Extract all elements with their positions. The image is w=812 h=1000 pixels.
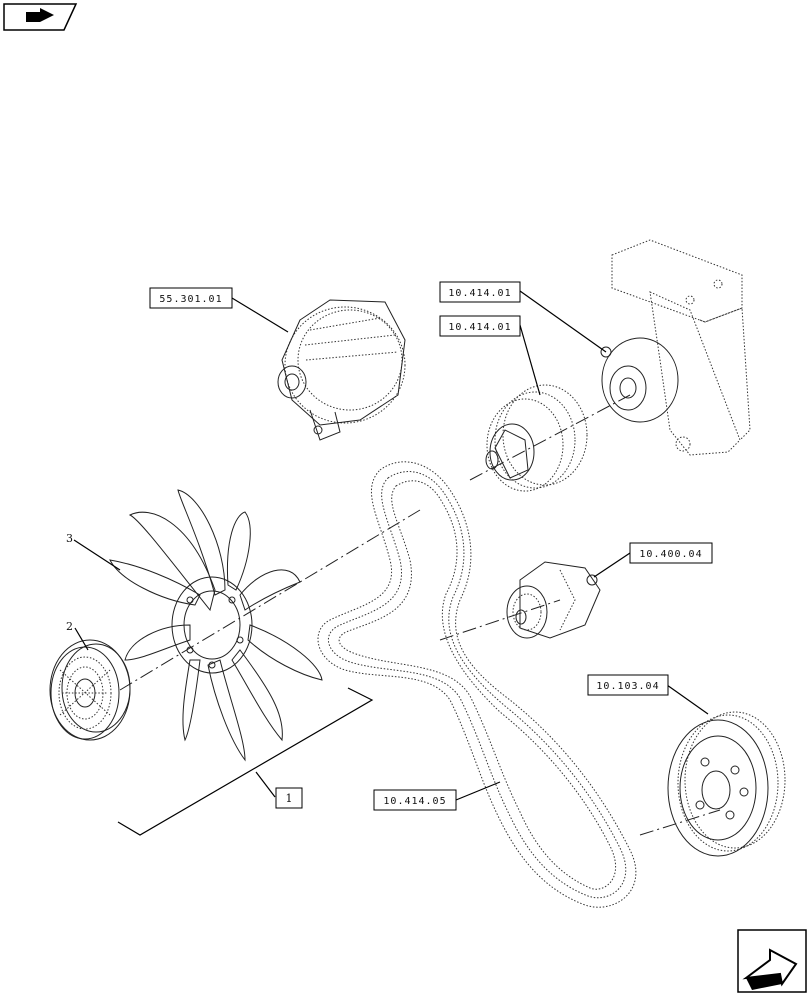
ref-alternator-label: 55.301.01: [159, 294, 222, 305]
ref-pump-bracket-label: 10.414.01: [448, 288, 511, 299]
fan-part: [109, 489, 323, 762]
assembly-bracket-line: [117, 687, 374, 836]
ref-alternator-box[interactable]: 55.301.01: [149, 287, 233, 309]
flat-arrow-left-icon: [26, 8, 54, 22]
item-number-fan: 3: [66, 532, 73, 545]
belt-part: [317, 461, 637, 908]
drive-pulley-part: [485, 384, 588, 492]
ref-belt-box[interactable]: 10.414.05: [373, 789, 457, 811]
next-nav-button[interactable]: [737, 929, 807, 993]
damper-part: [667, 711, 786, 857]
ref-pulley-box[interactable]: 10.414.01: [439, 315, 521, 337]
fan-drive-part: [49, 639, 131, 741]
item-number-fan-drive: 2: [66, 620, 73, 633]
tensioner-part: [506, 561, 601, 639]
alternator-part: [277, 299, 406, 441]
ref-pump-bracket-box[interactable]: 10.414.01: [439, 281, 521, 303]
ref-belt-label: 10.414.05: [383, 796, 446, 807]
back-nav-button[interactable]: [3, 3, 78, 31]
ref-pulley-label: 10.414.01: [448, 322, 511, 333]
hollow-arrow-right-icon: [742, 948, 798, 990]
ref-damper-label: 10.103.04: [596, 681, 659, 692]
ref-tensioner-label: 10.400.04: [639, 549, 702, 560]
pump-bracket-part: [600, 239, 751, 456]
ref-tensioner-box[interactable]: 10.400.04: [629, 542, 713, 564]
item-assembly-box[interactable]: 1: [275, 787, 303, 809]
ref-damper-box[interactable]: 10.103.04: [587, 674, 669, 696]
item-number-assembly: 1: [286, 792, 293, 805]
